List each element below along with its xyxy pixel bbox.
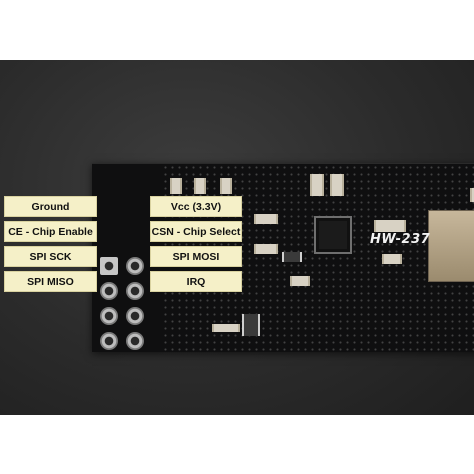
rf-transceiver-chip — [314, 216, 352, 254]
board-model-label: HW-237 — [370, 232, 431, 247]
smd-capacitor — [310, 174, 324, 196]
pin-label-irq: IRQ — [150, 271, 242, 292]
header-pin-7 — [100, 332, 118, 350]
pin-label-mosi: SPI MOSI — [150, 246, 242, 267]
smd-capacitor — [194, 178, 206, 194]
antenna-module — [428, 210, 474, 282]
pin-label-ground: Ground — [4, 196, 97, 217]
smd-capacitor — [170, 178, 182, 194]
pin-label-miso: SPI MISO — [4, 271, 97, 292]
smd-resistor — [254, 244, 278, 254]
smd-crystal — [242, 314, 260, 336]
smd-resistor — [212, 324, 240, 332]
pin-label-sck: SPI SCK — [4, 246, 97, 267]
header-pin-8 — [126, 332, 144, 350]
pin-label-vcc: Vcc (3.3V) — [150, 196, 242, 217]
smd-inductor — [282, 252, 302, 262]
smd-resistor — [254, 214, 278, 224]
smd-capacitor — [374, 220, 406, 232]
header-pin-4 — [126, 282, 144, 300]
smd-capacitor — [220, 178, 232, 194]
photo-background: HW-237 — [0, 60, 474, 415]
pin-label-ce: CE - Chip Enable — [4, 221, 97, 242]
header-pin-5 — [100, 307, 118, 325]
smd-capacitor — [470, 188, 474, 202]
pin-label-csn: CSN - Chip Select — [150, 221, 242, 242]
nrf24-module-board — [92, 163, 474, 352]
header-pin-3 — [100, 282, 118, 300]
header-pin-2 — [126, 257, 144, 275]
header-pin-1 — [100, 257, 118, 275]
smd-capacitor — [382, 254, 402, 264]
smd-capacitor — [290, 276, 310, 286]
smd-capacitor — [330, 174, 344, 196]
header-pin-6 — [126, 307, 144, 325]
